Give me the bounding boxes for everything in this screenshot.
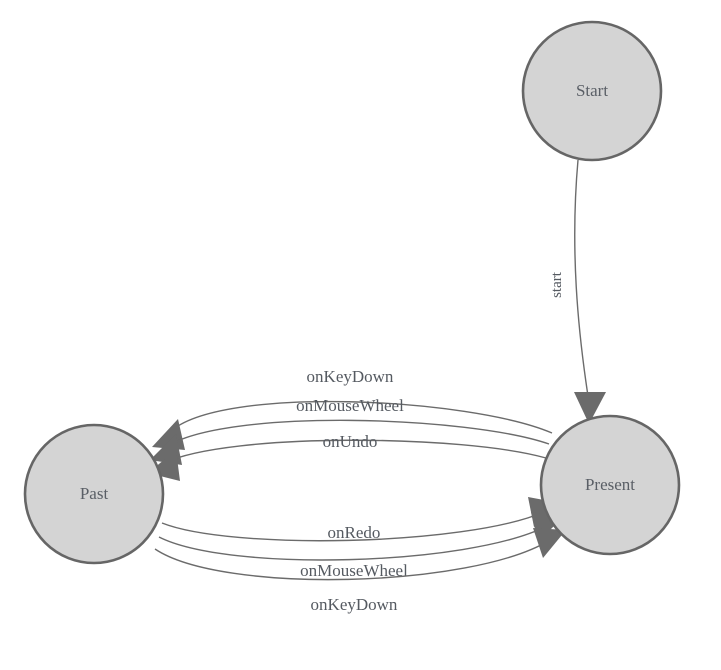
edge-present-to-past-onmousewheel-path	[165, 419, 550, 448]
edge-label-present-to-past-onkeydown: onKeyDown	[307, 367, 394, 386]
edge-past-to-present-onredo[interactable]: onRedo	[161, 497, 560, 542]
edge-past-to-present-onmousewheel-path	[158, 525, 548, 561]
edge-label-present-to-past-onundo: onUndo	[323, 432, 378, 451]
node-present-label: Present	[585, 475, 635, 494]
edge-present-to-past-onundo-path	[163, 439, 547, 464]
edge-present-to-past-onkeydown-path	[169, 400, 553, 434]
edge-start-to-present-path	[574, 159, 589, 397]
node-start-circle	[521, 20, 663, 162]
edge-label-present-to-past-onmousewheel: onMouseWheel	[296, 396, 404, 415]
edge-start-to-present[interactable]: start	[549, 159, 606, 424]
node-start[interactable]: Start	[521, 20, 663, 162]
edge-label-past-to-present-onredo: onRedo	[328, 523, 381, 542]
arrowhead-start-to-present	[574, 392, 606, 424]
edge-past-to-present-onredo-path	[161, 511, 545, 542]
node-past-circle	[23, 423, 165, 565]
edge-past-to-present-onkeydown[interactable]: onKeyDown	[154, 528, 566, 614]
edge-label-past-to-present-onkeydown: onKeyDown	[311, 595, 398, 614]
arrowhead-past-to-present-onkeydown	[533, 528, 566, 558]
node-present-circle	[539, 414, 681, 556]
node-present[interactable]: Present	[539, 414, 681, 556]
edge-past-to-present-onkeydown-path	[154, 539, 551, 581]
edge-present-to-past-onmousewheel[interactable]: onMouseWheel	[150, 396, 550, 465]
node-past-label: Past	[80, 484, 109, 503]
node-start-label: Start	[576, 81, 608, 100]
edge-label-past-to-present-onmousewheel: onMouseWheel	[300, 561, 408, 580]
edge-label-start: start	[549, 271, 565, 298]
edge-present-to-past-onundo[interactable]: onUndo	[148, 432, 547, 481]
node-past[interactable]: Past	[23, 423, 165, 565]
